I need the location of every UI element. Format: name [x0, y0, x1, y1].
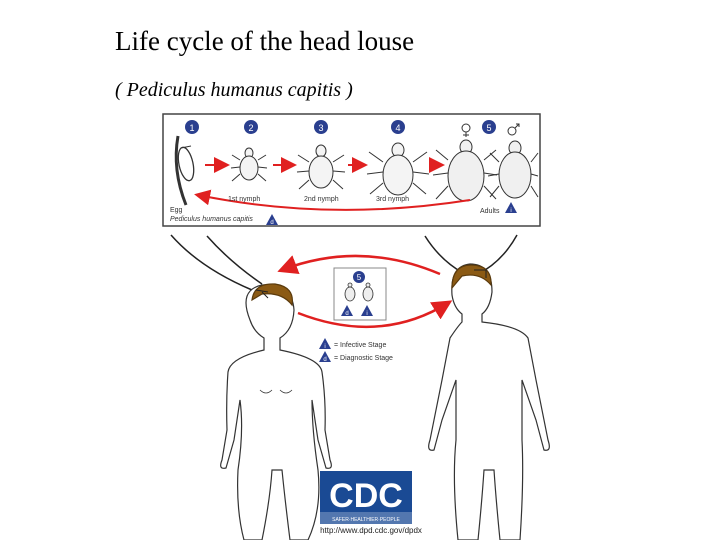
legend-infective-label: = Infective Stage [334, 342, 386, 349]
svg-text:SAFER·HEALTHIER·PEOPLE: SAFER·HEALTHIER·PEOPLE [332, 517, 400, 523]
stage-circle-2: 2 [244, 120, 258, 134]
page-title: Life cycle of the head louse [115, 26, 415, 56]
stage-label-3rd-nymph: 3rd nymph [376, 196, 409, 203]
diagnostic-marker-panel: d [266, 214, 278, 226]
stage-circle-3: 3 [314, 120, 328, 134]
svg-text:5: 5 [486, 123, 491, 133]
svg-text:1: 1 [189, 123, 194, 133]
svg-text:2: 2 [248, 123, 253, 133]
progression-arrows [194, 157, 471, 211]
stage-circle-4: 4 [391, 120, 405, 134]
svg-text:i: i [366, 311, 367, 317]
cdc-logo: CDC SAFER·HEALTHIER·PEOPLE [320, 471, 412, 524]
inset-stage-circle: 5 [353, 271, 365, 283]
stage-label-adults: Adults [480, 208, 500, 215]
nymph-1-illustration [230, 147, 268, 182]
male-human-figure [428, 263, 550, 540]
nymph-3-illustration [366, 142, 430, 196]
inset-louse-male [362, 282, 374, 302]
male-hair [451, 264, 492, 290]
female-human-figure [220, 283, 332, 540]
svg-text:i: i [510, 208, 511, 214]
stage-label-2nd-nymph: 2nd nymph [304, 196, 339, 203]
transfer-arrows [277, 254, 453, 329]
inset-diagnostic-marker: d [341, 305, 353, 317]
svg-text:i: i [324, 344, 325, 350]
legend-infective: i = Infective Stage [319, 338, 386, 350]
stage-label-egg: Egg [170, 207, 183, 214]
svg-text:CDC: CDC [329, 477, 403, 515]
egg-illustration [174, 135, 195, 206]
legend-diagnostic: d = Diagnostic Stage [319, 351, 393, 363]
svg-text:3: 3 [318, 123, 323, 133]
legend-diagnostic-label: = Diagnostic Stage [334, 355, 393, 362]
inset-infective-marker: i [361, 305, 373, 317]
stage-label-1st-nymph: 1st nymph [228, 196, 260, 203]
diagnostic-stage-icon [319, 351, 331, 362]
page-subtitle: ( Pediculus humanus capitis ) [115, 79, 353, 101]
inset-louse-female [344, 282, 356, 302]
female-hair [251, 283, 293, 307]
svg-text:4: 4 [395, 123, 400, 133]
cdc-url: http://www.dpd.cdc.gov/dpdx [320, 526, 422, 535]
svg-text:5: 5 [357, 273, 362, 282]
stage-circle-1: 1 [185, 120, 199, 134]
adult-male-illustration [487, 123, 539, 199]
species-label: Pediculus humanus capitis [170, 216, 253, 223]
svg-text:d: d [345, 311, 348, 317]
infective-marker-adults: i [505, 202, 517, 214]
nymph-2-illustration [296, 144, 346, 190]
infective-stage-icon [319, 338, 331, 349]
svg-text:d: d [270, 220, 273, 226]
stage-circle-5: 5 [482, 120, 496, 134]
svg-text:d: d [323, 357, 326, 363]
